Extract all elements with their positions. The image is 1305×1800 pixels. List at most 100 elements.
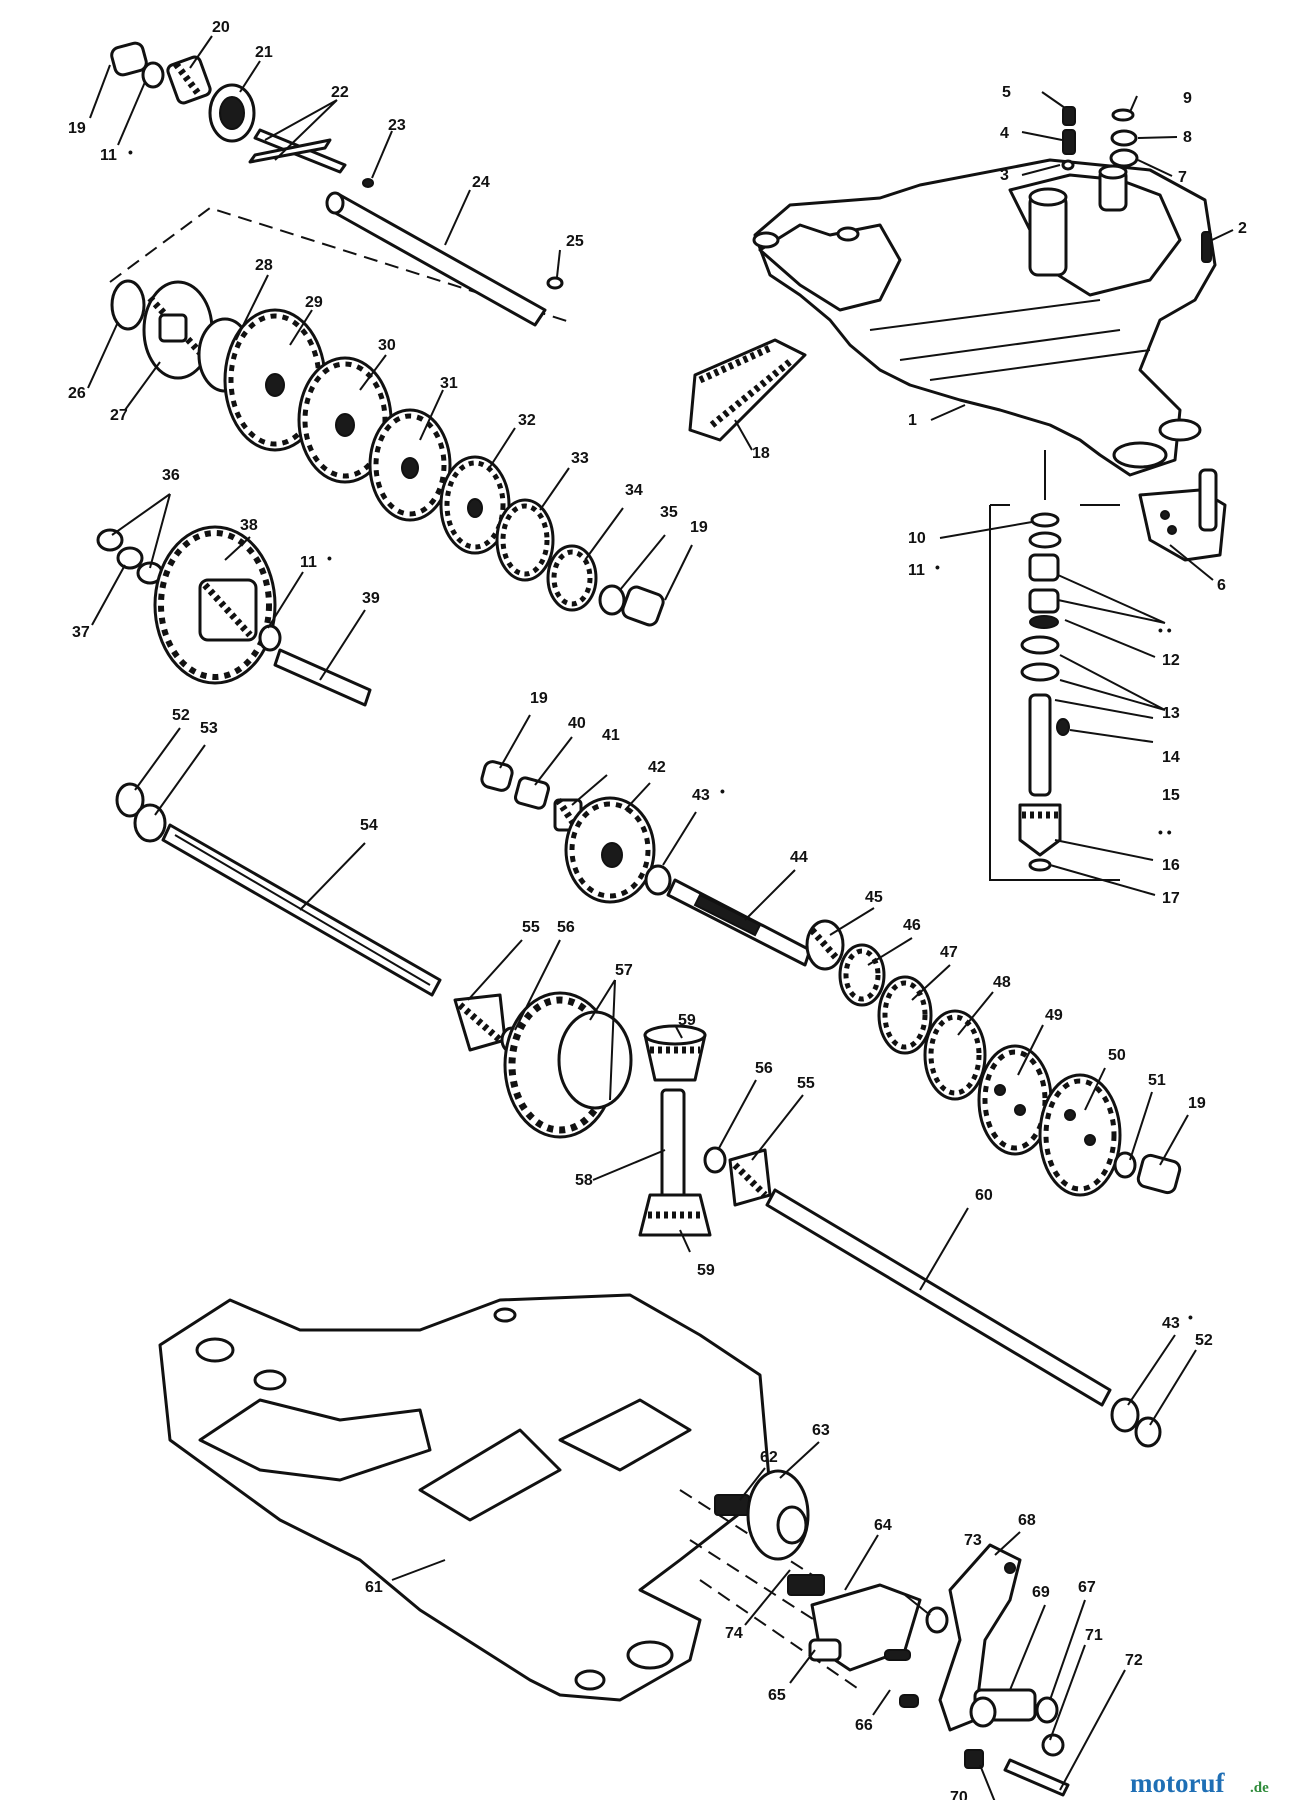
callout-64: 64 [874,1517,892,1534]
callout-43-mid: 43 [692,787,710,804]
callout-11-mid: 11 [300,554,317,571]
callout-23: 23 [388,117,406,134]
callout-6: 6 [1217,577,1226,594]
callout-14: 14 [1162,749,1180,766]
callout-56-left: 56 [557,919,575,936]
callout-52-left: 52 [172,707,190,724]
callout-53: 53 [200,720,218,737]
callout-61: 61 [365,1579,383,1596]
callout-73: 73 [964,1532,982,1549]
gear-stack-upper [110,279,665,627]
callout-68: 68 [1018,1512,1036,1529]
callout-54: 54 [360,817,378,834]
callout-48: 48 [993,974,1011,991]
lower-housing [158,1293,861,1702]
callout-56-right: 56 [755,1060,773,1077]
callout-63: 63 [812,1422,830,1439]
callout-37: 37 [72,624,90,641]
callout-24: 24 [472,174,490,191]
callout-19-top: 19 [68,120,86,137]
callout-21: 21 [255,44,273,61]
callout-32: 32 [518,412,536,429]
marker-dot-43b: • [1188,1309,1193,1325]
callout-70: 70 [950,1789,968,1800]
callout-40: 40 [568,715,586,732]
callout-17: 17 [1162,890,1180,907]
callout-67: 67 [1078,1579,1096,1596]
callout-33: 33 [571,450,589,467]
callout-2: 2 [1238,220,1247,237]
chain-18 [688,338,807,442]
callout-19-center: 19 [530,690,548,707]
callout-5: 5 [1002,84,1011,101]
marker-dot: • [935,559,940,575]
callout-30: 30 [378,337,396,354]
callout-20: 20 [212,19,230,36]
callout-45: 45 [865,889,883,906]
callout-11-top: 11 [100,147,117,164]
callout-7: 7 [1178,169,1187,186]
callout-55-left: 55 [522,919,540,936]
callout-19-right: 19 [1188,1095,1206,1112]
callout-19-mid: 19 [690,519,708,536]
marker-dot-43: • [720,783,725,799]
callout-13: 13 [1162,705,1180,722]
callout-34: 34 [625,482,643,499]
shaft-54-group [115,782,442,997]
callout-22: 22 [331,84,349,101]
callout-8: 8 [1183,129,1192,146]
marker-double-dot: • • [1158,622,1172,638]
leader-lines [87,35,1234,1800]
callout-36: 36 [162,467,180,484]
watermark-brand: motoruf [1130,1768,1225,1798]
callout-50: 50 [1108,1047,1126,1064]
differential-group [453,991,772,1237]
top-small-parts [1061,106,1212,263]
brake-linkage-group [714,1469,1070,1797]
callout-39: 39 [362,590,380,607]
marker-double-dot-2: • • [1158,824,1172,840]
callout-35: 35 [660,504,678,521]
callout-12: 12 [1162,652,1180,669]
marker-dot-mid: • [327,550,332,566]
callout-51: 51 [1148,1072,1166,1089]
watermark: motoruf .de [1130,1768,1269,1798]
callout-74: 74 [725,1625,743,1642]
callout-labels: 1 2 3 4 5 6 7 8 9 10 11 • • • 12 13 14 1… [68,19,1247,1800]
callout-43-right: 43 [1162,1315,1180,1332]
callout-55-right: 55 [797,1075,815,1092]
callout-26: 26 [68,385,86,402]
vertical-shaft-assembly [989,450,1120,881]
callout-59-bottom: 59 [697,1262,715,1279]
callout-25: 25 [566,233,584,250]
bracket-6 [1138,468,1227,562]
callout-47: 47 [940,944,958,961]
callout-58: 58 [575,1172,593,1189]
callout-4: 4 [1000,125,1009,142]
callout-57: 57 [615,962,633,979]
callout-46: 46 [903,917,921,934]
callout-49: 49 [1045,1007,1063,1024]
callout-69: 69 [1032,1584,1050,1601]
callout-3: 3 [1000,167,1009,184]
callout-38: 38 [240,517,258,534]
callout-71: 71 [1085,1627,1103,1644]
callout-41: 41 [602,727,620,744]
callout-72: 72 [1125,1652,1143,1669]
shaft-group-top [109,41,571,327]
axle-60 [765,1188,1162,1448]
mid-gear-group [480,760,812,967]
callout-44: 44 [790,849,808,866]
callout-15: 15 [1162,787,1180,804]
callout-62: 62 [760,1449,778,1466]
callout-9: 9 [1183,90,1192,107]
callout-31: 31 [440,375,458,392]
callout-28: 28 [255,257,273,274]
callout-65: 65 [768,1687,786,1704]
callout-18: 18 [752,445,770,462]
callout-11-right: 11 [908,562,925,579]
callout-42: 42 [648,759,666,776]
callout-1: 1 [908,412,917,429]
callout-16: 16 [1162,857,1180,874]
